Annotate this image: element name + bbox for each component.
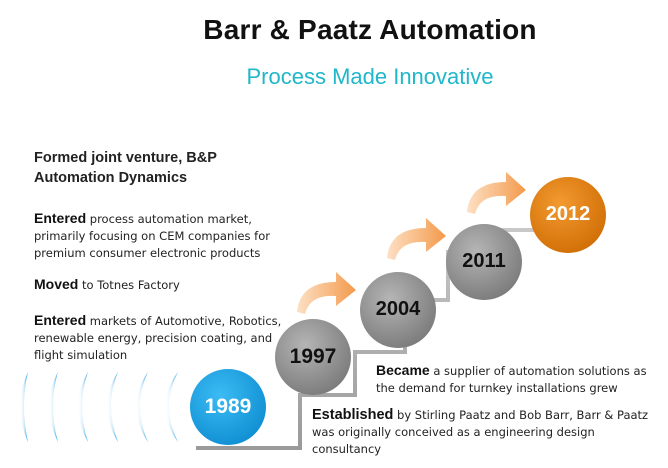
arrow-icon bbox=[467, 172, 526, 214]
event-became: Became a supplier of automation solution… bbox=[376, 362, 647, 395]
event-1997: Entered markets of Automotive, Robotics,… bbox=[34, 312, 282, 362]
year-label: 2004 bbox=[375, 298, 421, 320]
arrow-icon bbox=[297, 272, 356, 314]
milestone-2004 bbox=[360, 272, 436, 348]
year-label: 1989 bbox=[204, 395, 252, 418]
page-title: Barr & Paatz Automation bbox=[203, 14, 537, 45]
year-label: 2011 bbox=[462, 250, 506, 272]
page-subtitle: Process Made Innovative bbox=[246, 64, 494, 89]
wave-decoration bbox=[20, 372, 178, 442]
milestone-2011 bbox=[446, 224, 522, 300]
event-1989: Established by Stirling Paatz and Bob Ba… bbox=[312, 407, 649, 456]
milestone-2012 bbox=[530, 177, 606, 253]
event-2004: Moved to Totnes Factory bbox=[34, 276, 180, 292]
milestone-1989 bbox=[190, 369, 266, 445]
milestone-1997 bbox=[275, 319, 351, 395]
year-label: 1997 bbox=[289, 345, 337, 368]
arrow-icon bbox=[387, 218, 446, 260]
year-label: 2012 bbox=[545, 203, 591, 225]
event-2012: Formed joint venture, B&P Automation Dyn… bbox=[34, 150, 217, 186]
event-2011: Entered process automation market, prima… bbox=[34, 210, 270, 260]
